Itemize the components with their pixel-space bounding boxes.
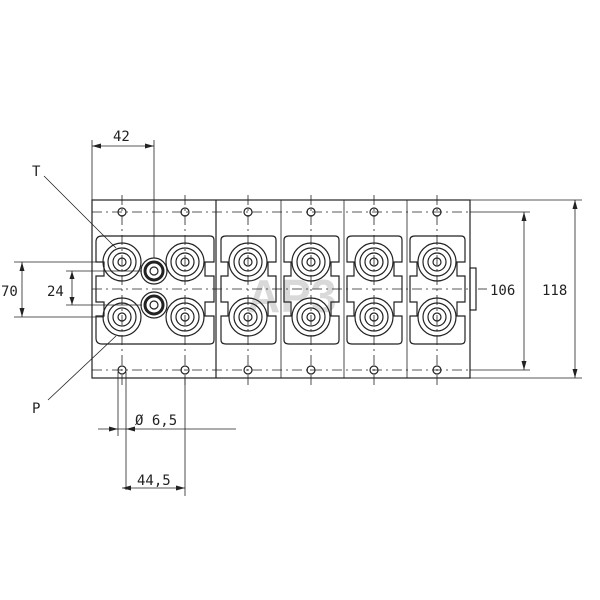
dimension-106 <box>470 211 530 371</box>
tank-leader-line <box>43 175 117 249</box>
ports-upper-row <box>102 242 457 282</box>
inlet-cover-outline <box>95 235 215 345</box>
section-cover-outlines <box>220 235 466 345</box>
pressure-port-label: P <box>32 401 40 417</box>
tank-port-label: T <box>32 164 41 180</box>
dimension-44-5 <box>122 378 186 496</box>
mounting-holes-top <box>117 207 442 217</box>
dimension-24-label: 24 <box>47 284 64 300</box>
inlet-plugs <box>140 257 168 319</box>
center-lines <box>92 195 470 385</box>
dimension-70 <box>14 261 104 318</box>
dimension-hole-diameter <box>98 372 236 490</box>
dimension-hole-diameter-label: Ø 6,5 <box>135 413 177 429</box>
dimension-44-5-label: 44,5 <box>137 473 171 489</box>
dimension-42-label: 42 <box>113 129 130 145</box>
dimension-106-label: 106 <box>490 283 515 299</box>
mounting-holes-bottom <box>117 365 442 375</box>
side-boss <box>469 267 477 311</box>
pressure-leader-line <box>47 335 117 401</box>
dimension-42 <box>91 140 155 258</box>
ports-lower-row <box>102 297 457 337</box>
dimension-118 <box>470 199 582 379</box>
dimension-118-label: 118 <box>542 283 567 299</box>
dimension-24 <box>66 270 142 306</box>
dimension-70-label: 70 <box>1 284 18 300</box>
